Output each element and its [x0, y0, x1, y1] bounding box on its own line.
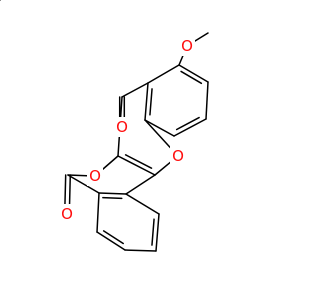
bond-layer — [0, 0, 209, 252]
bond-a6-a1 — [147, 64, 180, 84]
bond-a5-a6 — [144, 82, 149, 121]
bond-d6-d1 — [125, 193, 160, 215]
atom-label-o-ketone: O — [116, 118, 128, 136]
bond-a1-a2 — [178, 64, 209, 83]
bond-a3-a4 — [173, 118, 207, 137]
atom-o-ring-xanthone: O — [170, 146, 186, 166]
atom-o-methoxy: O — [179, 36, 195, 56]
molecule-structure-diagram: O O O O O — [0, 0, 209, 252]
atom-label-o-methoxy: O — [181, 37, 193, 55]
bond-d1-d2 — [98, 192, 127, 195]
atom-o-ring-lactone: O — [87, 166, 103, 186]
bond-c3-olac — [100, 155, 119, 172]
atom-o-lactone-carbonyl: O — [59, 204, 75, 224]
bond-cl-d2 — [67, 174, 100, 194]
bond-d5-d6-inner — [151, 218, 155, 246]
atom-label-o-ring-lactone: O — [89, 167, 101, 185]
atom-label-o-ring-xanthone: O — [172, 147, 184, 165]
bond-a4-a5 — [144, 119, 175, 137]
bond-d5-d6 — [155, 213, 160, 252]
bond-d1-d2-inner — [102, 196, 123, 200]
bond-a6-k — [121, 82, 149, 98]
molecule-canvas: O O O O O — [0, 0, 209, 252]
bond-a5-a6-inner — [149, 88, 153, 116]
bond-d3-d4-inner — [102, 230, 124, 245]
atom-label-layer: O O O O O — [59, 36, 195, 224]
bond-c2-d1 — [125, 174, 156, 195]
bond-a2-a3 — [205, 81, 209, 120]
bond-c3-c2 — [117, 155, 156, 176]
atom-label-o-lactone-carbonyl: O — [61, 205, 73, 223]
bond-d2-d3 — [96, 192, 100, 233]
bond-d4-d5 — [124, 249, 157, 252]
bond-methyl-o — [193, 32, 209, 43]
bond-d3-d4 — [96, 231, 126, 251]
bond-c3-c2-inner — [124, 154, 153, 169]
bond-a3-a4-inner — [175, 116, 200, 131]
bond-a5-oring — [144, 119, 174, 151]
bond-lactone-co-a — [64, 174, 67, 207]
bond-oring-c2 — [154, 160, 173, 176]
bond-a1-a2-inner — [180, 70, 203, 85]
bond-lactone-co-b — [68, 174, 72, 207]
bond-olac-cl — [67, 174, 88, 177]
atom-o-ketone: O — [114, 117, 130, 137]
